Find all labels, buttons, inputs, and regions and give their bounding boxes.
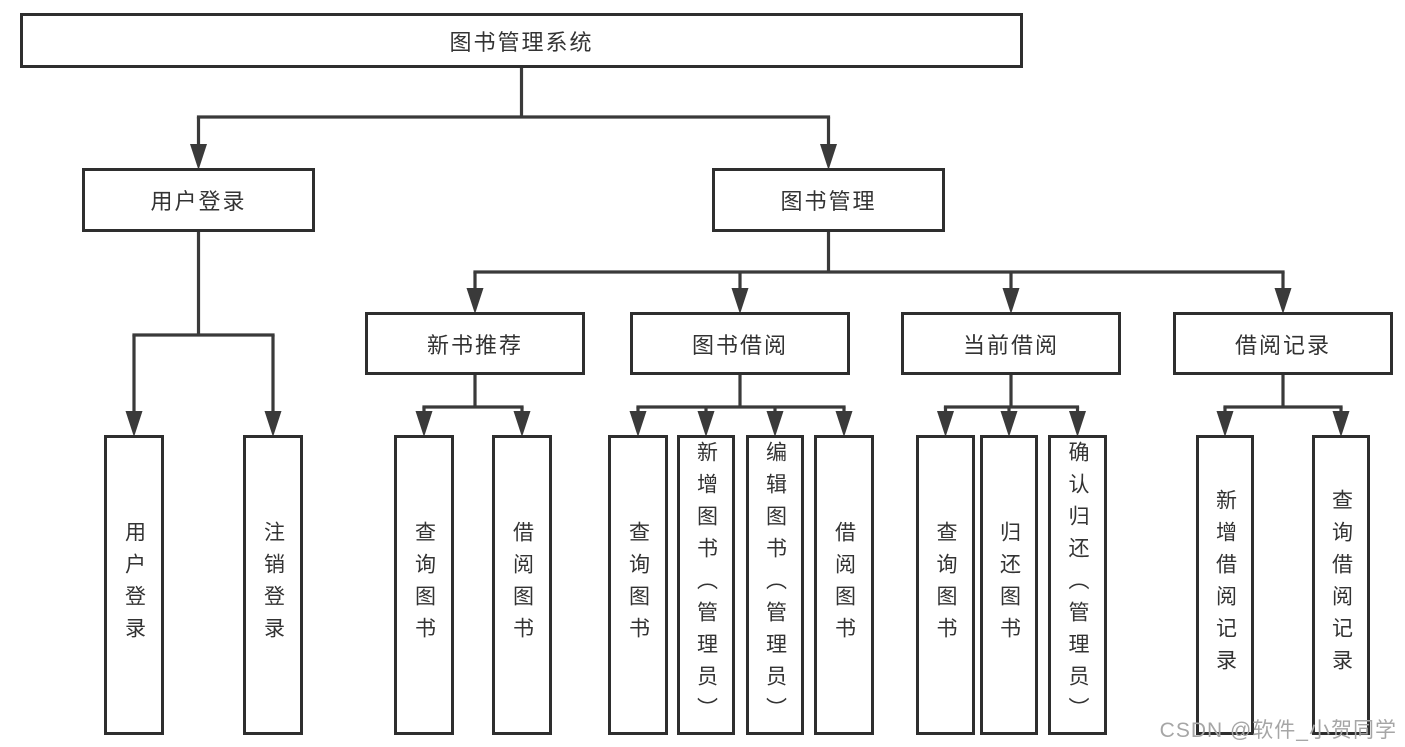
arrowhead-icon xyxy=(820,144,837,170)
arrowhead-icon xyxy=(190,144,207,170)
node-label: 图书管理系统 xyxy=(449,29,594,55)
node-label: 借阅图书 xyxy=(510,521,534,649)
node-label: 归还图书 xyxy=(997,521,1021,649)
node-leaf-br-add: 新增借阅记录 xyxy=(1196,435,1254,735)
arrowhead-icon xyxy=(697,411,715,437)
arrowhead-icon xyxy=(766,411,784,437)
arrowhead-icon xyxy=(264,411,282,437)
node-label: 查询图书 xyxy=(626,521,650,649)
arrowhead-icon xyxy=(1332,411,1350,437)
node-label: 新书推荐 xyxy=(426,332,523,358)
arrowhead-icon xyxy=(513,411,531,437)
arrowhead-icon xyxy=(415,411,433,437)
arrowhead-icon xyxy=(731,288,749,314)
arrowhead-icon xyxy=(1002,288,1020,314)
node-leaf-bb-add: 新增图书（管理员） xyxy=(677,435,735,735)
node-book-borrow: 图书借阅 xyxy=(630,312,850,375)
node-new-book-rec: 新书推荐 xyxy=(365,312,585,375)
node-label: 新增借阅记录 xyxy=(1213,489,1237,681)
node-label: 编辑图书（管理员） xyxy=(763,441,787,729)
node-label: 确认归还（管理员） xyxy=(1066,441,1089,729)
arrowhead-icon xyxy=(835,411,853,437)
node-leaf-bb-borrow: 借阅图书 xyxy=(814,435,874,735)
arrowhead-icon xyxy=(937,411,954,437)
node-leaf-bb-edit: 编辑图书（管理员） xyxy=(746,435,804,735)
node-leaf-bb-query: 查询图书 xyxy=(608,435,668,735)
node-leaf-cb-confirm: 确认归还（管理员） xyxy=(1048,435,1107,735)
node-label: 查询图书 xyxy=(412,521,436,649)
node-label: 用户登录 xyxy=(150,189,247,214)
node-label: 查询借阅记录 xyxy=(1329,489,1353,681)
arrowhead-icon xyxy=(125,411,143,437)
node-label: 图书管理 xyxy=(780,189,877,214)
arrowhead-icon xyxy=(466,288,484,314)
node-label: 图书借阅 xyxy=(691,332,788,358)
node-leaf-cb-query: 查询图书 xyxy=(916,435,975,735)
node-label: 借阅图书 xyxy=(832,521,856,649)
node-label: 新增图书（管理员） xyxy=(694,441,718,729)
node-current-borrow: 当前借阅 xyxy=(901,312,1121,375)
node-leaf-br-query: 查询借阅记录 xyxy=(1312,435,1370,735)
arrowhead-icon xyxy=(1216,411,1234,437)
node-user-login: 用户登录 xyxy=(82,168,315,232)
node-root: 图书管理系统 xyxy=(20,13,1023,68)
node-leaf-logout: 注销登录 xyxy=(243,435,303,735)
watermark: CSDN @软件_小贺同学 xyxy=(1159,719,1397,742)
arrowhead-icon xyxy=(629,411,647,437)
node-label: 查询图书 xyxy=(934,521,957,649)
arrowhead-icon xyxy=(1069,411,1086,437)
node-leaf-cb-return: 归还图书 xyxy=(980,435,1038,735)
node-leaf-user-login: 用户登录 xyxy=(104,435,164,735)
node-label: 借阅记录 xyxy=(1234,332,1331,358)
arrowhead-icon xyxy=(1000,411,1018,437)
node-label: 当前借阅 xyxy=(962,332,1059,358)
node-label: 注销登录 xyxy=(261,521,285,649)
node-leaf-nbr-borrow: 借阅图书 xyxy=(492,435,552,735)
arrowhead-icon xyxy=(1274,288,1292,314)
node-leaf-nbr-query: 查询图书 xyxy=(394,435,454,735)
node-label: 用户登录 xyxy=(122,521,146,649)
node-borrow-record: 借阅记录 xyxy=(1173,312,1393,375)
node-book-mgmt: 图书管理 xyxy=(712,168,945,232)
